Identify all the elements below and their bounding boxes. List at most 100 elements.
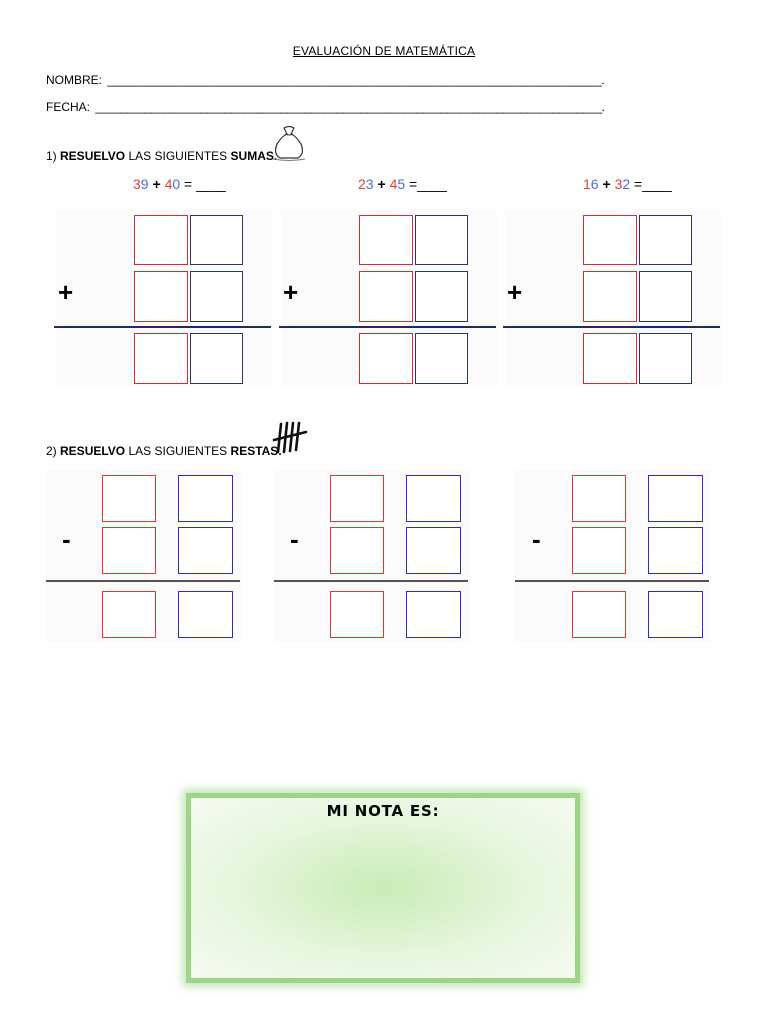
sum-line — [279, 326, 496, 328]
date-line[interactable]: ________________________________________… — [95, 100, 605, 114]
tens-box[interactable] — [359, 215, 413, 265]
sum-line — [54, 326, 271, 328]
tens-box[interactable] — [583, 333, 637, 384]
units-box[interactable] — [639, 271, 692, 322]
date-field[interactable]: FECHA: _________________________________… — [46, 100, 605, 114]
sum-equation: 23 + 45 =____ — [358, 176, 447, 192]
addition-panel: + — [279, 210, 497, 388]
section-2-keyword: RESTAS — [230, 444, 279, 458]
units-box[interactable] — [415, 215, 468, 265]
name-label: NOMBRE: — [46, 73, 103, 87]
units-box[interactable] — [190, 333, 243, 384]
section-2-end: . — [278, 444, 282, 458]
units-box[interactable] — [648, 591, 703, 638]
tens-box[interactable] — [102, 527, 156, 574]
subtraction-panel: - — [515, 470, 711, 642]
units-box[interactable] — [406, 591, 461, 638]
sum-line — [503, 326, 720, 328]
equals-sign: = — [630, 176, 643, 192]
sum-equation: 16 + 32 =____ — [583, 176, 672, 192]
tens-box[interactable] — [359, 271, 413, 322]
plus-sign: + — [283, 277, 299, 307]
section-1-keyword: SUMAS — [230, 149, 274, 163]
digit-tens: 2 — [358, 176, 366, 192]
answer-blank[interactable]: ____ — [417, 176, 447, 192]
digit-units: 6 — [590, 176, 599, 192]
digit-units: 0 — [172, 176, 181, 192]
section-2-number: 2) — [46, 444, 57, 458]
digit-units: 9 — [140, 176, 149, 192]
name-field[interactable]: NOMBRE: ________________________________… — [46, 73, 605, 87]
tens-box[interactable] — [102, 591, 156, 638]
units-box[interactable] — [648, 475, 703, 522]
tens-box[interactable] — [134, 333, 188, 384]
units-box[interactable] — [178, 527, 233, 574]
units-box[interactable] — [178, 475, 233, 522]
digit-tens: 4 — [164, 176, 173, 192]
grade-box[interactable]: MI NOTA ES: — [186, 793, 580, 983]
units-box[interactable] — [190, 271, 243, 322]
name-line[interactable]: ________________________________________… — [107, 73, 605, 87]
plus-sign: + — [602, 176, 611, 192]
tens-box[interactable] — [572, 475, 626, 522]
tens-box[interactable] — [572, 527, 626, 574]
minus-sign: - — [62, 524, 71, 554]
digit-tens: 3 — [133, 176, 141, 192]
sum-equation: 39 + 40 = ____ — [133, 176, 226, 192]
digit-tens: 4 — [389, 176, 398, 192]
units-box[interactable] — [178, 591, 233, 638]
tens-box[interactable] — [330, 591, 384, 638]
units-box[interactable] — [406, 475, 461, 522]
digit-units: 2 — [622, 176, 631, 192]
date-label: FECHA: — [46, 100, 91, 114]
tens-box[interactable] — [330, 475, 384, 522]
tens-box[interactable] — [583, 215, 637, 265]
digit-tens: 3 — [614, 176, 623, 192]
money-bag-icon — [272, 125, 306, 161]
digit-units: 3 — [365, 176, 374, 192]
units-box[interactable] — [648, 527, 703, 574]
answer-blank[interactable]: ____ — [642, 176, 672, 192]
section-1-text: LAS SIGUIENTES — [128, 149, 228, 163]
tens-box[interactable] — [583, 271, 637, 322]
tens-box[interactable] — [359, 333, 413, 384]
minus-sign: - — [290, 524, 299, 554]
plus-sign: + — [58, 277, 74, 307]
section-1-verb: RESUELVO — [60, 149, 126, 163]
digit-tens: 1 — [583, 176, 591, 192]
addition-panel: + — [503, 210, 721, 388]
answer-blank[interactable]: ____ — [196, 176, 226, 192]
tens-box[interactable] — [330, 527, 384, 574]
section-1-number: 1) — [46, 149, 57, 163]
section-1-heading: 1) RESUELVO LAS SIGUIENTES SUMAS. — [46, 149, 277, 163]
addition-panel: + — [54, 210, 272, 388]
units-box[interactable] — [415, 333, 468, 384]
grade-title: MI NOTA ES: — [326, 802, 440, 820]
equals-sign: = — [405, 176, 418, 192]
tens-box[interactable] — [102, 475, 156, 522]
plus-sign: + — [152, 176, 161, 192]
section-2-heading: 2) RESUELVO LAS SIGUIENTES RESTAS. — [46, 444, 282, 458]
equals-sign: = — [180, 176, 197, 192]
difference-line — [46, 580, 240, 582]
tens-box[interactable] — [134, 271, 188, 322]
section-1-end: . — [273, 149, 278, 163]
difference-line — [515, 580, 709, 582]
units-box[interactable] — [415, 271, 468, 322]
units-box[interactable] — [639, 215, 692, 265]
tally-marks-icon — [272, 421, 308, 454]
subtraction-panel: - — [46, 470, 242, 642]
digit-units: 5 — [397, 176, 406, 192]
tens-box[interactable] — [134, 215, 188, 265]
units-box[interactable] — [406, 527, 461, 574]
subtraction-panel: - — [274, 470, 470, 642]
units-box[interactable] — [639, 333, 692, 384]
minus-sign: - — [532, 524, 541, 554]
units-box[interactable] — [190, 215, 243, 265]
tens-box[interactable] — [572, 591, 626, 638]
page-title: EVALUACIÓN DE MATEMÁTICA — [292, 44, 476, 58]
plus-sign: + — [377, 176, 386, 192]
section-2-verb: RESUELVO — [60, 444, 126, 458]
difference-line — [274, 580, 468, 582]
plus-sign: + — [507, 277, 523, 307]
